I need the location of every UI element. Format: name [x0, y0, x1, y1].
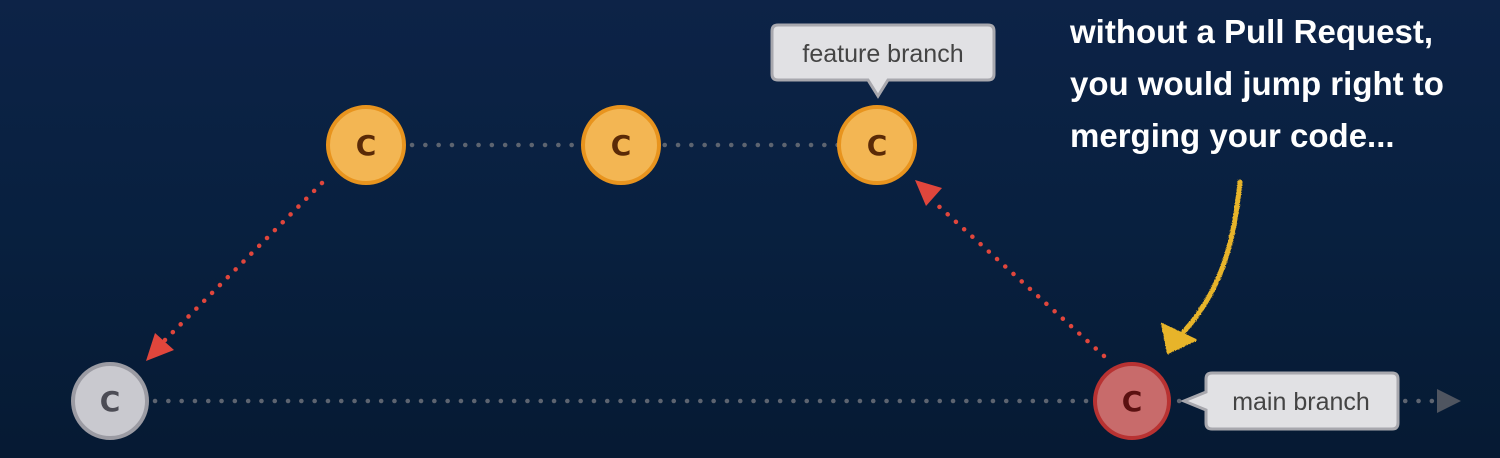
commit-node-main-start: C: [71, 362, 149, 440]
commit-node-label: C: [611, 129, 632, 162]
main-branch-label-text: main branch: [1232, 388, 1370, 416]
commit-node-feature-3: C: [837, 105, 917, 185]
main-branch-arrowhead: [1437, 389, 1461, 413]
branch-off-connector: [161, 180, 325, 344]
annotation-callout: without a Pull Request, you would jump r…: [1070, 6, 1490, 162]
feature-branch-label: feature branch: [770, 23, 996, 99]
annotation-arrow: [1161, 179, 1243, 354]
commit-node-label: C: [1122, 385, 1143, 418]
commit-node-label: C: [867, 129, 888, 162]
commit-node-label: C: [356, 129, 377, 162]
callout-line-3: merging your code...: [1070, 117, 1395, 154]
callout-line-1: without a Pull Request,: [1070, 13, 1434, 50]
callout-line-2: you would jump right to: [1070, 65, 1444, 102]
commit-node-feature-1: C: [326, 105, 406, 185]
branch-off-arrowhead: [146, 333, 174, 361]
merge-connector: [930, 198, 1107, 359]
commit-node-feature-2: C: [581, 105, 661, 185]
merge-arrowhead: [915, 180, 942, 206]
main-branch-label: main branch: [1180, 371, 1400, 431]
feature-branch-label-text: feature branch: [802, 40, 963, 68]
commit-node-main-merge: C: [1093, 362, 1171, 440]
commit-node-label: C: [100, 385, 121, 418]
